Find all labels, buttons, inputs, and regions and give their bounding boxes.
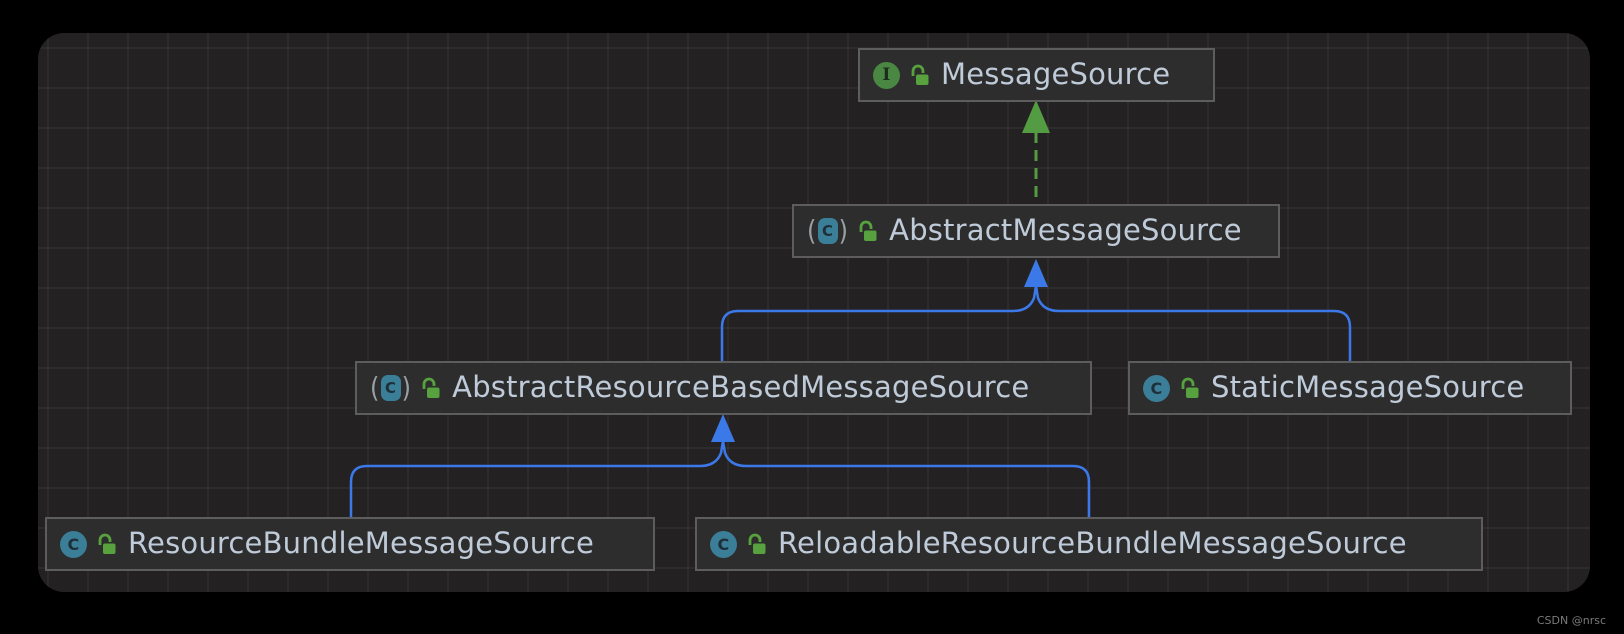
class-node-reloadableresourcebundlemessagesource[interactable]: C ReloadableResourceBundleMessageSource: [695, 517, 1483, 571]
class-node-messagesource[interactable]: I MessageSource: [858, 48, 1215, 102]
class-node-abstractresourcebasedmessagesource[interactable]: ( C ) AbstractResourceBasedMessageSource: [355, 361, 1092, 415]
public-lock-icon: [748, 533, 766, 554]
class-name-label: AbstractMessageSource: [889, 213, 1242, 247]
abstract-class-icon: ( C ): [807, 214, 849, 248]
abstract-class-glyph: C: [817, 218, 838, 244]
class-glyph: C: [1150, 378, 1163, 398]
class-glyph: C: [67, 534, 80, 554]
diagram-canvas[interactable]: [38, 33, 1590, 592]
class-icon: C: [1143, 374, 1170, 402]
class-name-label: MessageSource: [941, 57, 1171, 91]
class-icon: C: [60, 530, 87, 558]
abstract-class-glyph: C: [380, 375, 401, 401]
public-lock-icon: [911, 64, 929, 85]
abstract-paren-close: ): [838, 214, 849, 248]
class-name-label: ReloadableResourceBundleMessageSource: [778, 526, 1407, 560]
class-name-label: ResourceBundleMessageSource: [128, 526, 595, 560]
public-lock-icon: [1181, 377, 1199, 398]
class-node-abstractmessagesource[interactable]: ( C ) AbstractMessageSource: [792, 204, 1280, 258]
class-node-staticmessagesource[interactable]: C StaticMessageSource: [1128, 361, 1572, 415]
class-name-label: StaticMessageSource: [1211, 370, 1525, 404]
interface-icon: I: [873, 61, 900, 89]
abstract-class-icon: ( C ): [370, 371, 412, 405]
abstract-paren-open: (: [807, 214, 817, 248]
abstract-paren-open: (: [370, 371, 380, 405]
class-icon: C: [710, 530, 737, 558]
watermark: CSDN @nrsc: [1536, 614, 1606, 627]
abstract-paren-close: ): [401, 371, 412, 405]
class-node-resourcebundlemessagesource[interactable]: C ResourceBundleMessageSource: [45, 517, 655, 571]
public-lock-icon: [98, 533, 116, 554]
public-lock-icon: [422, 377, 440, 398]
class-name-label: AbstractResourceBasedMessageSource: [452, 370, 1030, 404]
public-lock-icon: [859, 220, 877, 241]
class-glyph: C: [717, 534, 730, 554]
interface-glyph: I: [882, 65, 891, 85]
